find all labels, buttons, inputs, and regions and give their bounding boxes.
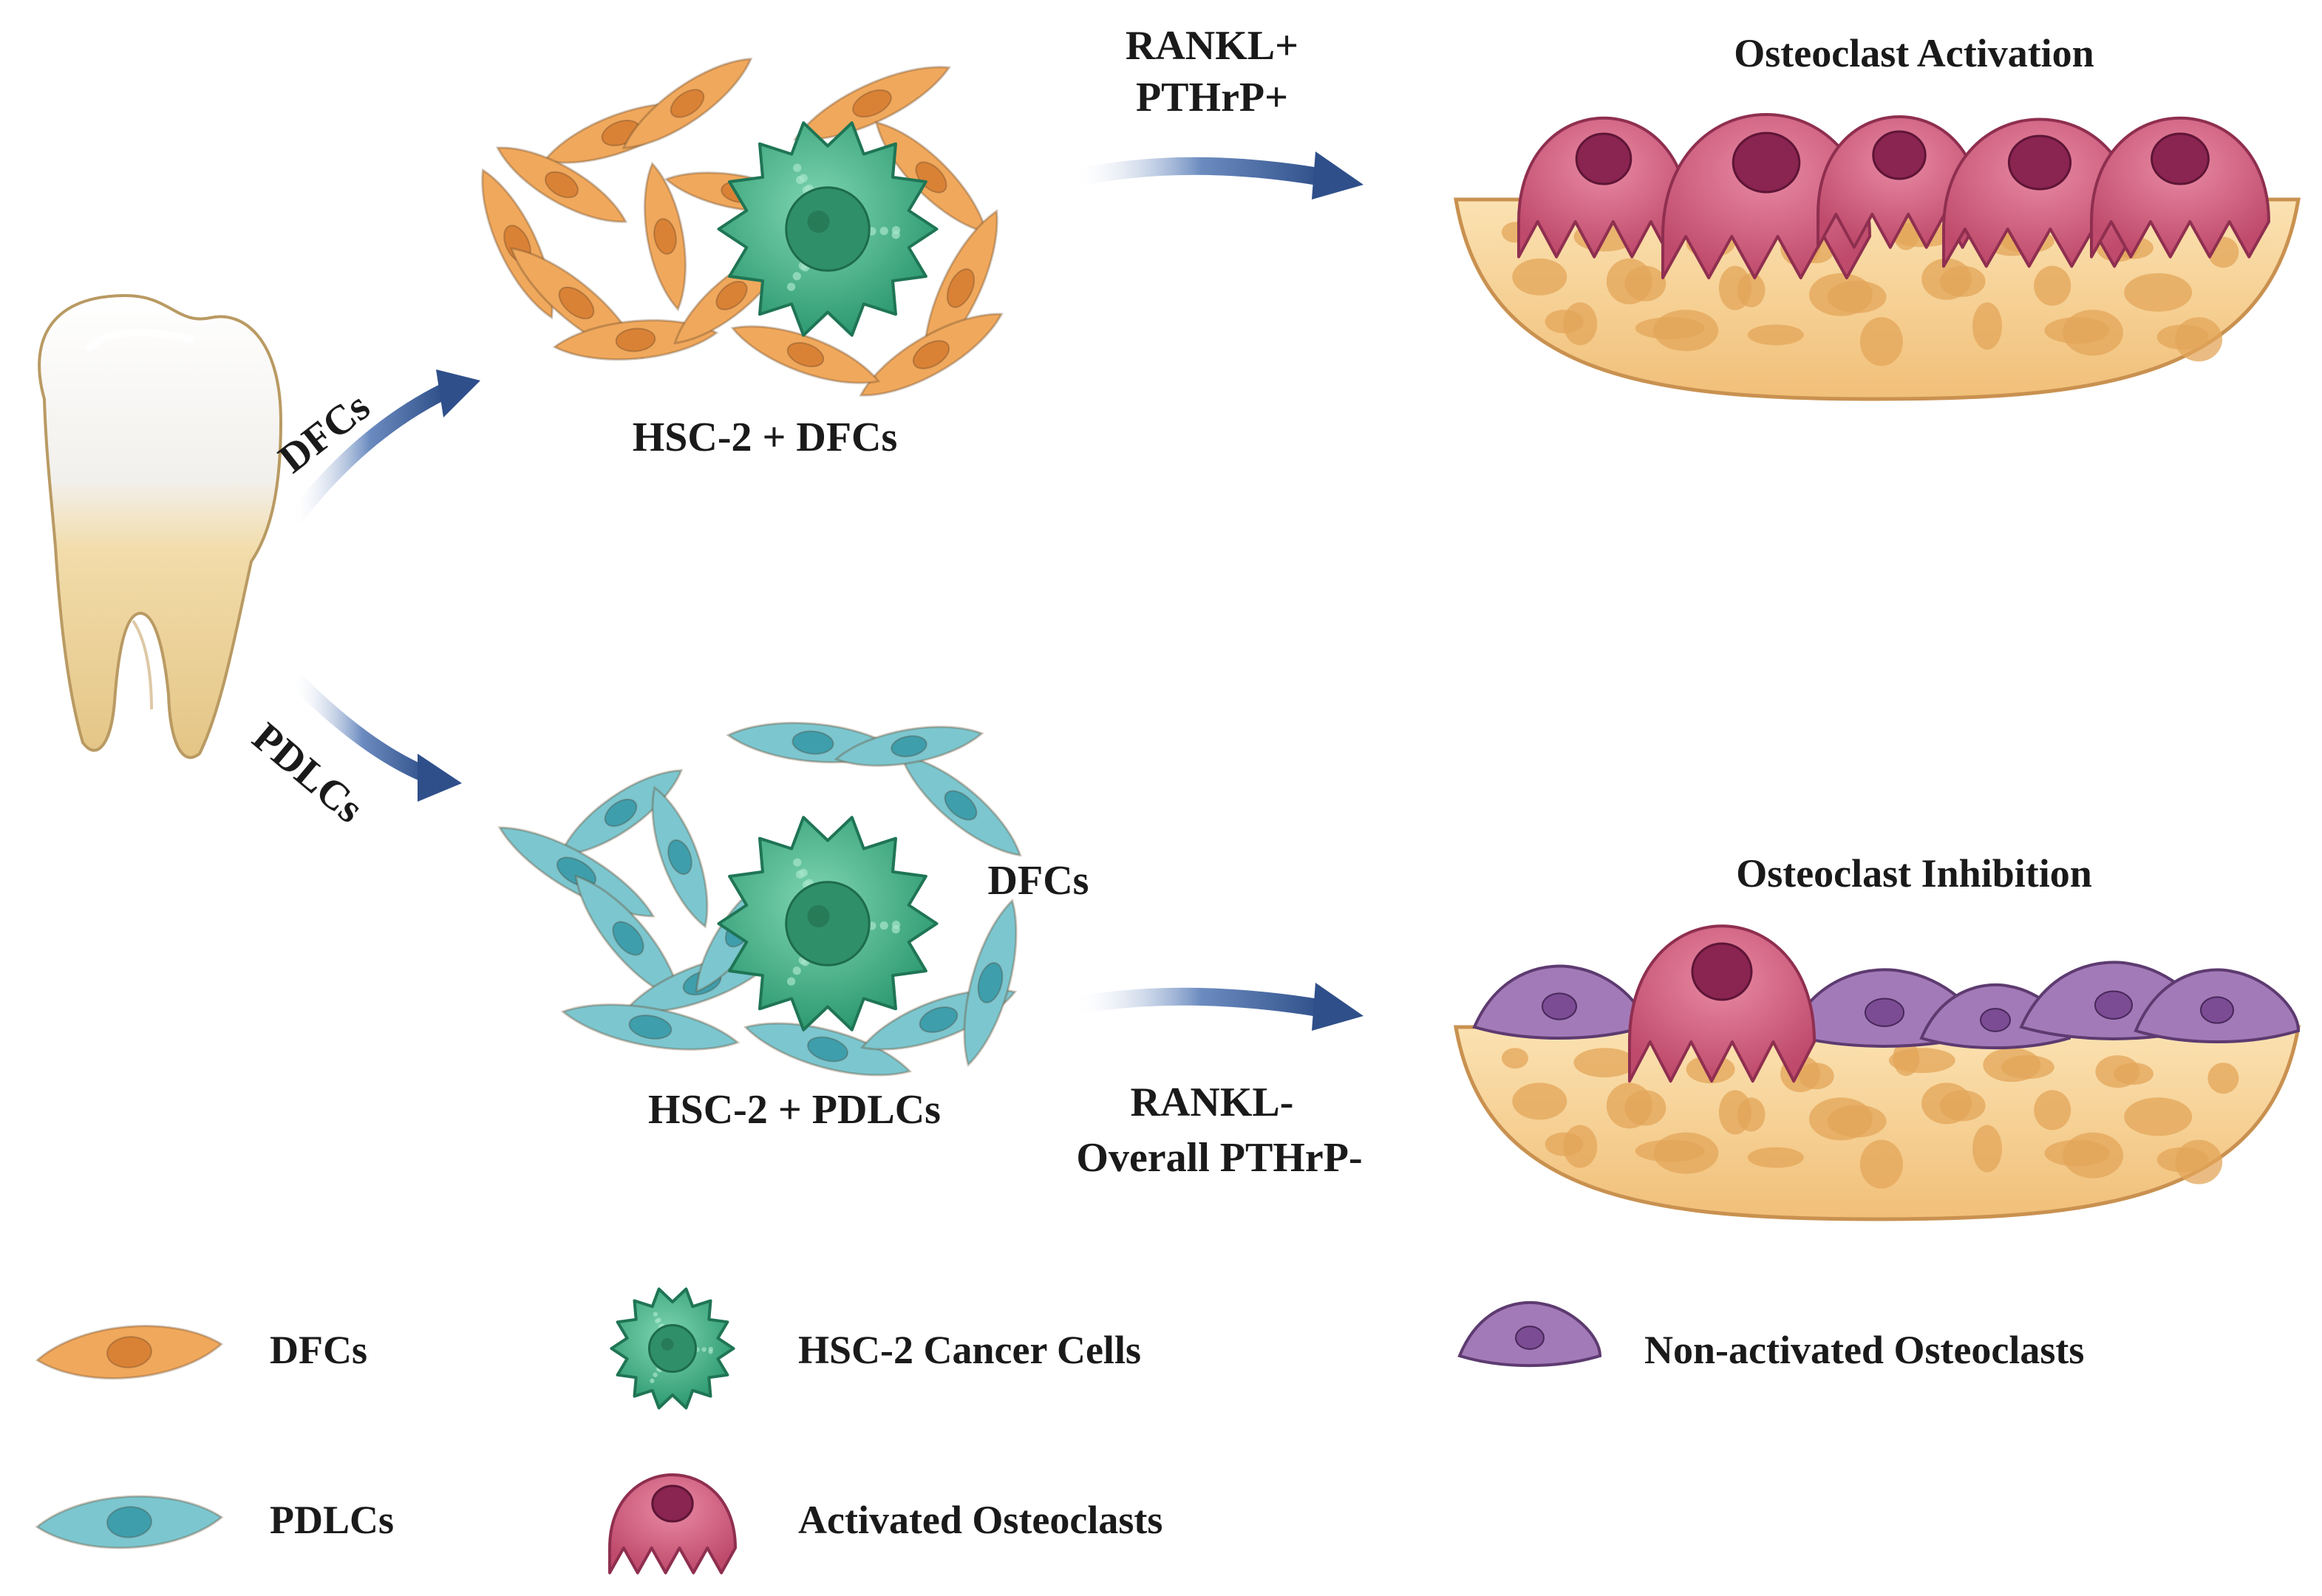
bone-pore [2044,1139,2110,1167]
pdlc-cell [743,1022,912,1077]
pdlc-cell [560,1003,740,1051]
activation-title: Osteoclast Activation [1734,31,2094,75]
bone-pore [2034,1090,2071,1130]
nonactivated-osteoclast [2134,968,2301,1043]
dfc-cell [495,146,628,223]
bone-pore [1545,1132,1584,1156]
bone-pore [1573,1048,1636,1078]
bottom-cluster-side-label: DFCs [988,858,1089,904]
legend-activated-icon [608,1473,737,1575]
legend-pdlcs-label: PDLCs [270,1498,394,1542]
bone-pore [2156,324,2209,350]
activated-osteoclast [2090,116,2270,259]
activated-osteoclast [1942,117,2137,268]
bone-pore [1809,273,1873,316]
legend-cancer-icon [610,1287,735,1410]
bone-pore [1635,317,1705,340]
inhibition-title: Osteoclast Inhibition [1736,851,2092,896]
bone-pore [1983,1048,2041,1082]
tooth-illustration [38,293,283,760]
top-cluster-label: HSC-2 + DFCs [633,415,898,460]
pdlc-cell [558,769,684,856]
bone-pore [2034,265,2071,306]
bone-pore [1921,258,1972,300]
top-signal-pthrp: PTHrP+ [1136,75,1288,120]
legend-nonactivated-icon [1457,1300,1602,1368]
bone-pore [1859,317,1903,366]
legend-dfc-icon [35,1325,224,1380]
hsc2-dfc-cluster [481,58,1004,397]
pdlc-cell [497,826,656,918]
bone-pore [1512,258,1567,296]
bone-pore [1545,310,1584,334]
cancer-cell [717,121,939,337]
bone-pore [1718,1090,1751,1135]
bone-pore [1921,1082,1972,1125]
hsc2-pdlc-cluster [497,721,1022,1077]
bone-pore [1859,1139,1903,1189]
legend-pdlc-swatch [35,1495,224,1549]
dfc-cell [552,319,719,361]
legend-hsc2-label: HSC-2 Cancer Cells [798,1328,1141,1372]
branch-arrow-top [287,369,480,525]
bone-pore [1502,1048,1528,1069]
bone-section-inhibition [1454,924,2301,1221]
bone-pore [2044,317,2110,344]
bone-pore [1893,1040,1920,1077]
bone-pore [2156,1147,2209,1173]
pdlc-cell [899,754,1022,857]
branch-arrow-bottom [287,672,462,802]
bone-pore [1747,1147,1804,1168]
legend-dfc-swatch [35,1325,224,1380]
cancer-cell [717,816,939,1031]
dfc-cell [644,161,687,312]
bottom-cluster-label: HSC-2 + PDLCs [648,1087,941,1133]
pdlc-cell [834,726,984,767]
dfc-cell [622,58,753,149]
bone-pore [1512,1082,1567,1120]
legend-dfcs-label: DFCs [270,1328,367,1372]
bone-pore [1635,1139,1705,1162]
legend-nonactivated-swatch [1457,1300,1602,1368]
bottom-flow-arrow [1070,983,1363,1031]
top-signal-rankl: RANKL+ [1126,23,1298,69]
bone-pore [2124,273,2193,312]
top-flow-arrow [1070,151,1363,200]
dfc-cell [730,325,881,384]
activated-osteoclast [1628,924,1816,1083]
activated-osteoclast [1817,115,1982,249]
bottom-signal-rankl: RANKL- [1131,1080,1294,1125]
bone-pore [1972,1125,2002,1173]
nonactivated-osteoclast [1472,964,1647,1040]
legend-cancer-swatch [610,1287,735,1410]
bone-pore [2207,1063,2239,1094]
bone-pore [1747,324,1804,346]
legend: DFCs PDLCs HSC-2 Cancer Cells Activated … [35,1287,2084,1575]
bone-section-activation [1454,113,2301,401]
bone-pore [1972,302,2002,350]
pdlc-cell [651,785,709,929]
legend-nonactivated-label: Non-activated Osteoclasts [1644,1328,2084,1372]
branch-label-dfcs: DFCs [270,383,378,482]
bottom-signal-pthrp: Overall PTHrP- [1076,1135,1362,1181]
legend-activated-label: Activated Osteoclasts [798,1498,1162,1542]
bone-pore [1809,1097,1873,1141]
pdlc-cell [963,898,1018,1067]
bone-pore [1718,265,1751,310]
pdlc-cell [574,874,682,1003]
legend-pdlc-icon [35,1495,224,1549]
dfc-cell [859,313,1004,397]
activated-osteoclast [1517,116,1690,259]
bone-pore [1606,1082,1652,1129]
legend-activated-swatch [608,1473,737,1575]
bone-pore [2124,1097,2193,1136]
bone-pore [1606,258,1652,304]
bone-pore [2095,1055,2140,1088]
